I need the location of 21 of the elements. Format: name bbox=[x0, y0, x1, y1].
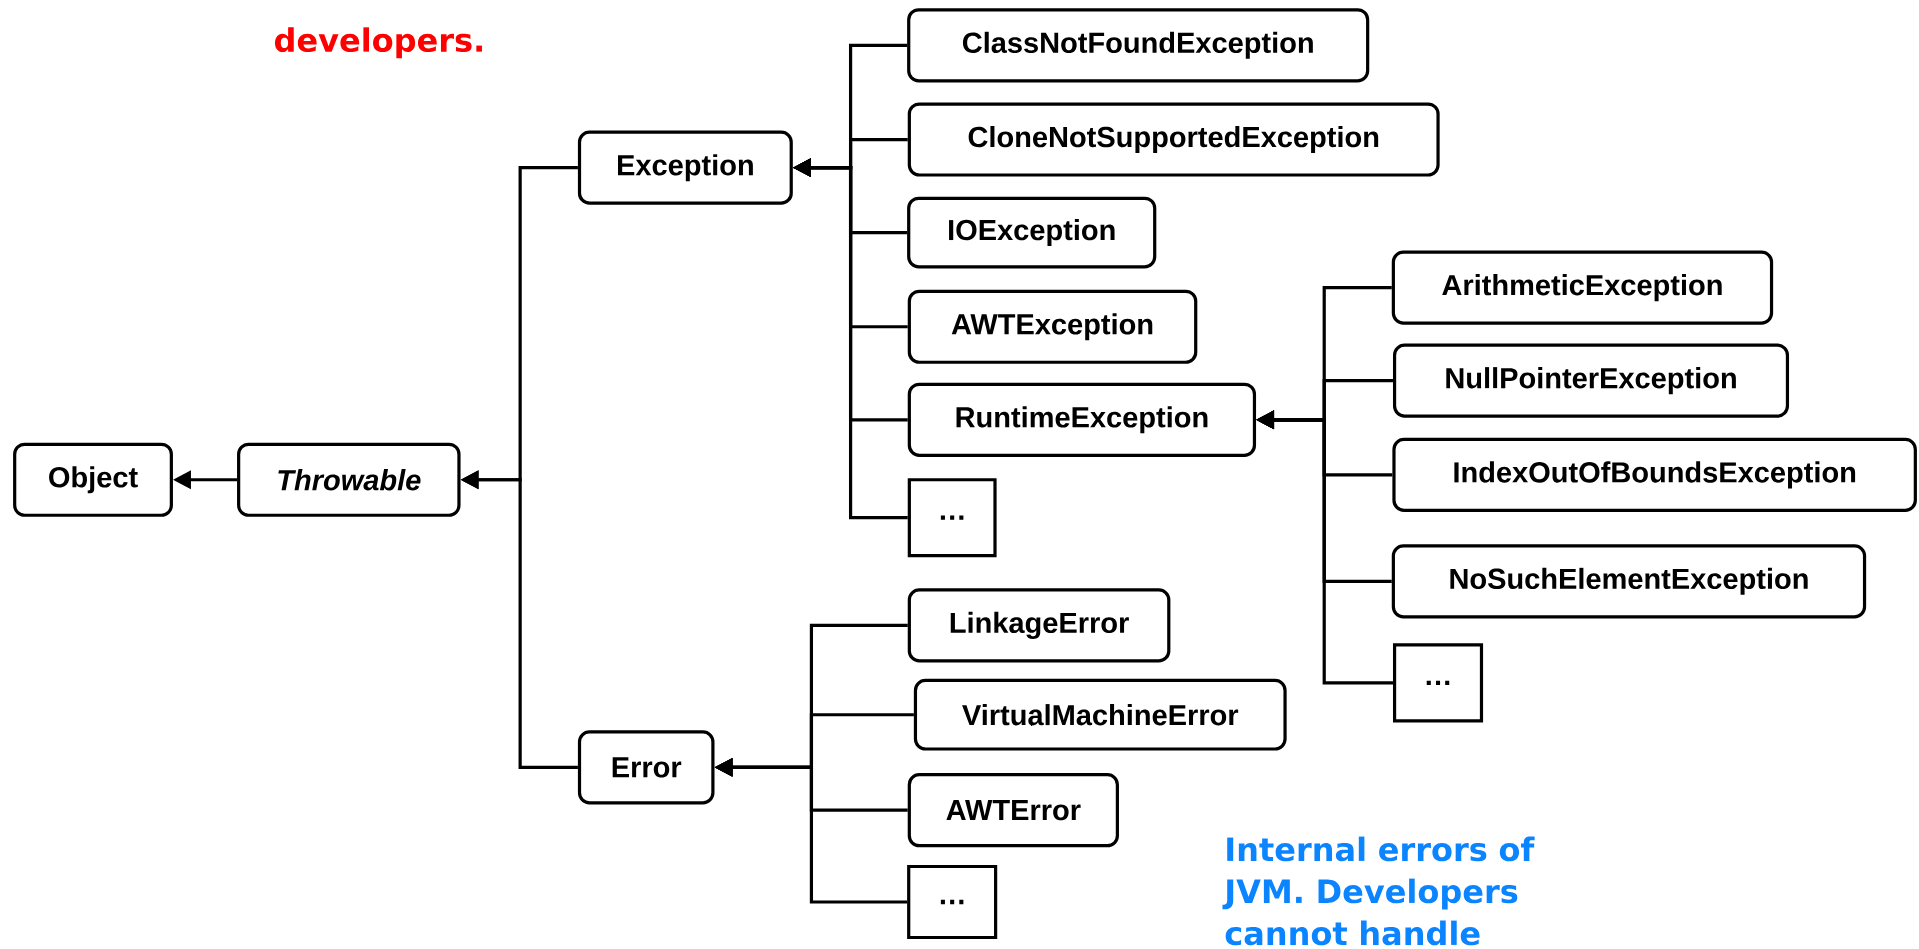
class-box: … bbox=[1393, 643, 1484, 723]
note-text: Internal errors of JVM. Developers cannot handle bbox=[1222, 836, 1535, 946]
class-box: Object bbox=[13, 442, 173, 517]
class-box: CloneNotSupportedException bbox=[907, 102, 1440, 177]
class-box: ClassNotFoundException bbox=[907, 8, 1370, 83]
class-box: RuntimeException bbox=[907, 382, 1257, 457]
class-box: IndexOutOfBoundsException bbox=[1392, 437, 1917, 512]
class-box: AWTError bbox=[907, 773, 1119, 848]
class-box: … bbox=[907, 864, 998, 940]
class-box: LinkageError bbox=[907, 588, 1171, 663]
class-box: ArithmeticException bbox=[1391, 250, 1774, 325]
class-box: Exception bbox=[577, 130, 793, 205]
class-box: VirtualMachineError bbox=[913, 678, 1287, 751]
class-box: Throwable bbox=[237, 442, 461, 517]
class-box: NullPointerException bbox=[1393, 343, 1790, 418]
class-box: … bbox=[907, 478, 997, 558]
note-text: developers. bbox=[275, 27, 482, 59]
class-box: NoSuchElementException bbox=[1391, 544, 1867, 619]
class-box: IOException bbox=[907, 196, 1157, 269]
class-box: Error bbox=[577, 730, 715, 805]
class-box: AWTException bbox=[907, 289, 1198, 364]
